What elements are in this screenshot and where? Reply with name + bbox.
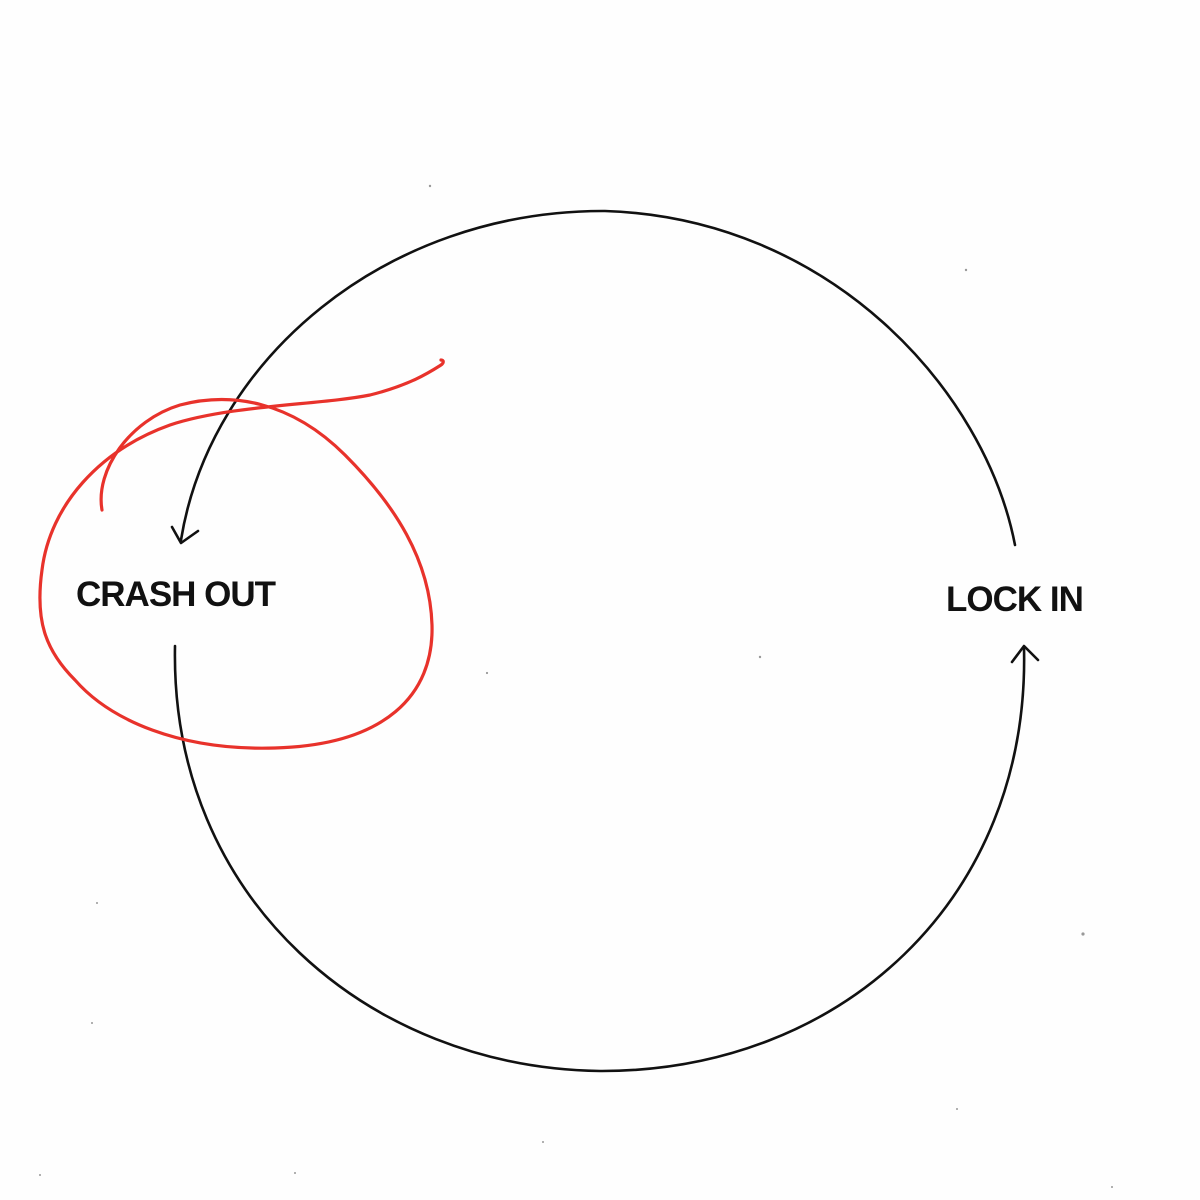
arrowhead-up-icon bbox=[1010, 644, 1040, 664]
node-crash-out: CRASH OUT bbox=[76, 575, 276, 614]
red-circle-annotation-icon bbox=[38, 358, 445, 750]
arc-lock-in-to-crash-out bbox=[179, 209, 1017, 547]
node-lock-in: LOCK IN bbox=[946, 580, 1084, 619]
arrowhead-down-icon bbox=[170, 525, 200, 545]
arc-crash-out-to-lock-in bbox=[173, 644, 1026, 1073]
paper-specks bbox=[39, 184, 1113, 1188]
